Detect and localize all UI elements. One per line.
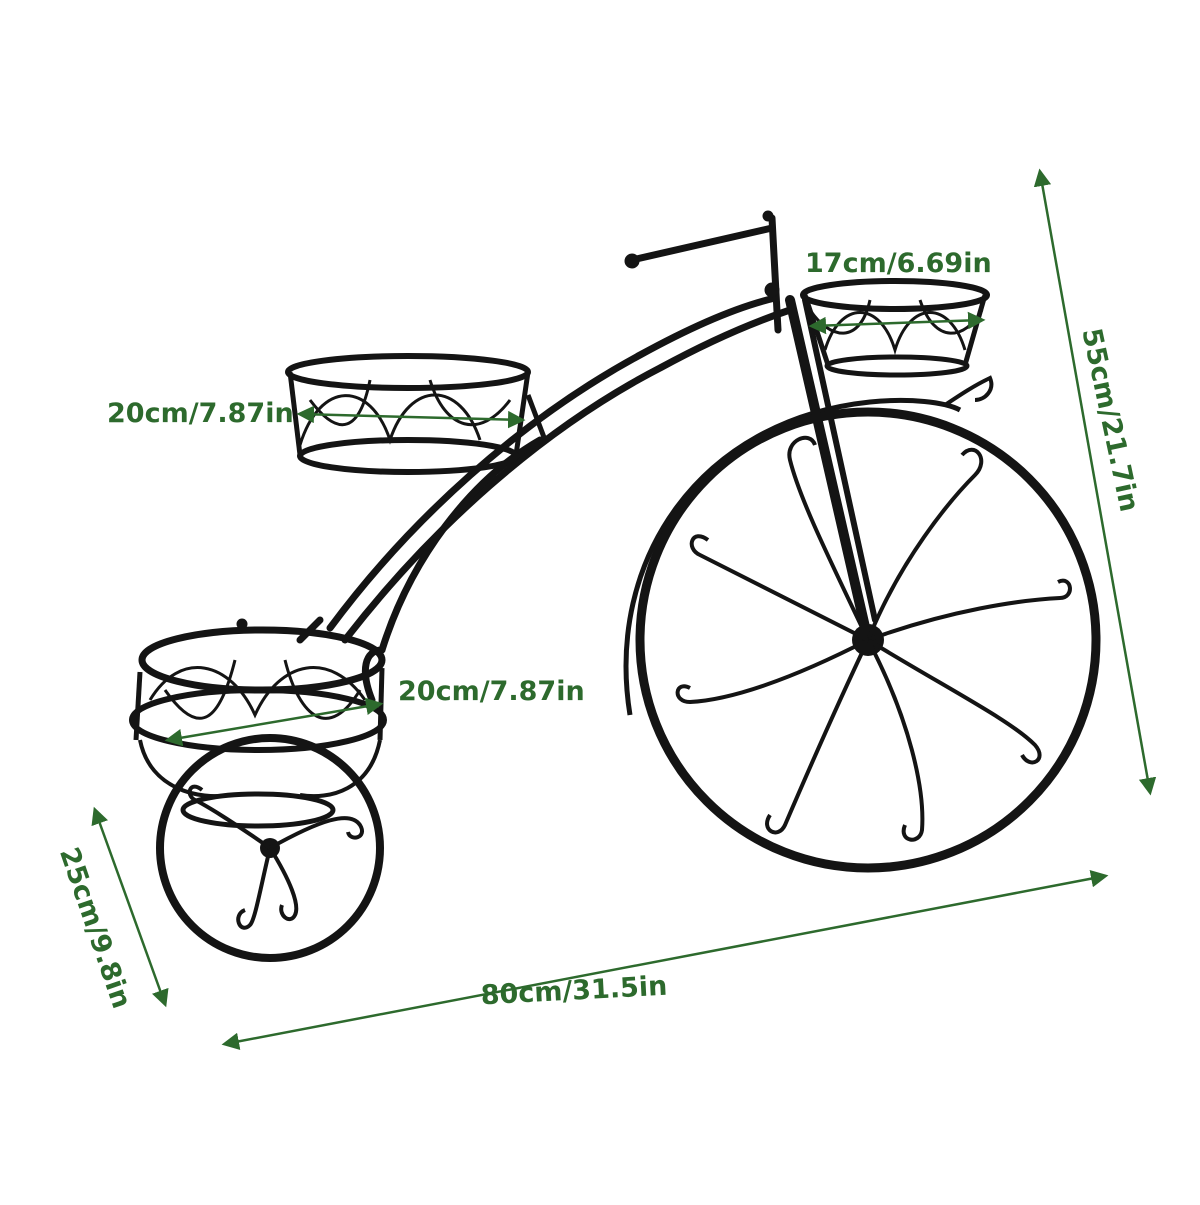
top-basket-width-label: 17cm/6.69in: [805, 248, 992, 279]
handlebar: [624, 210, 782, 334]
wheel-scroll-spokes: [675, 435, 1072, 842]
front-wheel: [635, 407, 1101, 873]
rear-wheel: [156, 734, 384, 962]
middle-basket-width-label: 20cm/7.87in: [107, 398, 294, 429]
top-basket: [800, 278, 990, 378]
lower-basket-width-label: 20cm/7.87in: [398, 676, 585, 707]
lower-basket: [129, 618, 387, 829]
front-fork: [785, 295, 878, 645]
dimension-lines: [91, 168, 1157, 1050]
